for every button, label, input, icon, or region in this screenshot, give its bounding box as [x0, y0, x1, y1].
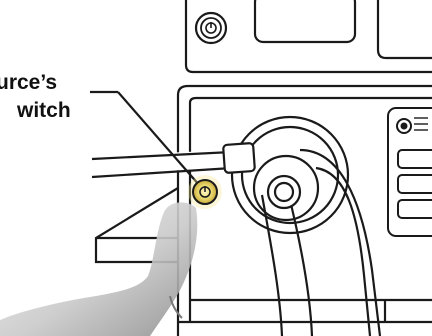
- light-source-power-switch[interactable]: [188, 175, 222, 209]
- finger: [0, 202, 197, 336]
- callout-label-line2: witch: [17, 98, 71, 124]
- top-power-button[interactable]: [196, 13, 226, 43]
- panel-button: [398, 175, 432, 193]
- panel-display: [398, 150, 432, 168]
- callout-label-line1: urce’s: [0, 70, 57, 96]
- panel-button: [398, 200, 432, 218]
- control-panel: [388, 108, 432, 236]
- top-display-window: [255, 0, 355, 42]
- dial-icon[interactable]: [397, 119, 411, 133]
- light-guide-rod: [0, 143, 255, 178]
